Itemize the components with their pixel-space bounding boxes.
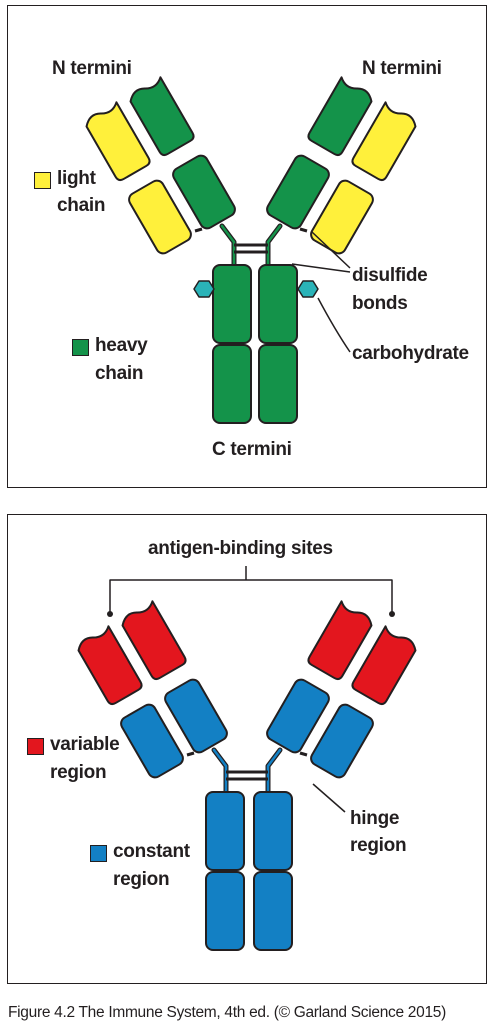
right-light-chain	[310, 101, 417, 255]
fc-heavy-chain-domains	[212, 264, 298, 424]
disulfide-label-line1: disulfide	[352, 265, 428, 286]
constant-region-label-line1: constant	[113, 841, 190, 862]
antigen-binding-sites-label: antigen-binding sites	[148, 538, 333, 559]
disulfide-label-line2: bonds	[352, 293, 408, 314]
fc-constant-domains	[205, 791, 293, 951]
variable-region-label-line2: region	[50, 762, 107, 783]
left-light-chain	[85, 101, 192, 255]
light-chain-label-line2: chain	[57, 195, 106, 216]
figure-caption: Figure 4.2 The Immune System, 4th ed. (©…	[8, 1004, 446, 1021]
antibody-top	[85, 76, 417, 424]
heavy-chain-label-line1: heavy	[95, 335, 148, 356]
n-termini-left-label: N termini	[52, 58, 132, 79]
variable-constant-region-panel	[7, 514, 487, 984]
c-termini-label: C termini	[212, 439, 292, 460]
heavy-chain-label-line2: chain	[95, 363, 144, 384]
hinge-label-line1: hinge	[350, 808, 400, 829]
antigen-binding-bracket	[109, 566, 393, 612]
light-chain-label-line1: light	[57, 168, 96, 189]
disulfide-bonds-bottom	[226, 770, 268, 781]
n-termini-right-label: N termini	[362, 58, 442, 79]
variable-region-label-line1: variable	[50, 734, 120, 755]
heavy-chain-swatch	[72, 339, 89, 356]
variable-region-swatch	[27, 738, 44, 755]
left-heavy-chain-arm	[129, 76, 236, 230]
hinge-pointer	[312, 783, 346, 813]
antibody-bottom	[77, 566, 417, 951]
constant-region-label-line2: region	[113, 869, 170, 890]
light-chain-swatch	[34, 172, 51, 189]
right-heavy-chain-arm	[266, 76, 373, 230]
carbohydrate-label: carbohydrate	[352, 343, 469, 364]
top-pointer-lines	[291, 231, 351, 353]
constant-region-swatch	[90, 845, 107, 862]
disulfide-bonds-top	[234, 243, 268, 254]
carbohydrate-hexagons	[193, 280, 319, 298]
hinge-label-line2: region	[350, 835, 407, 856]
